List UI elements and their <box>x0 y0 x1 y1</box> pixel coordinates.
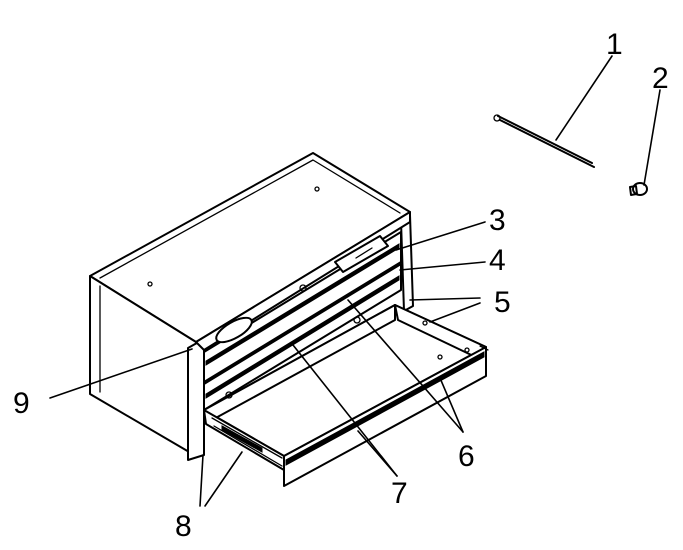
leader-5a <box>409 297 481 301</box>
leader-4 <box>399 261 486 271</box>
cabinet-body <box>89 152 414 461</box>
closed-drawers <box>203 231 402 411</box>
callout-3: 3 <box>489 204 506 237</box>
leader-5b <box>429 302 481 323</box>
callout-5: 5 <box>494 286 511 319</box>
leader-9 <box>49 348 193 399</box>
leader-2 <box>643 89 661 186</box>
leader-7b <box>357 430 398 477</box>
callout-6: 6 <box>458 440 475 473</box>
leader-1 <box>555 55 613 141</box>
part-rod <box>493 114 595 168</box>
callout-labels: 1 2 3 4 5 6 7 8 9 <box>13 28 669 543</box>
callout-1: 1 <box>606 28 623 61</box>
leader-7a <box>292 344 398 477</box>
callout-4: 4 <box>489 244 506 277</box>
callout-9: 9 <box>13 387 30 420</box>
leader-6b <box>439 377 464 433</box>
callout-2: 2 <box>652 62 669 95</box>
open-drawer <box>203 304 489 487</box>
leader-6a <box>347 299 464 433</box>
callout-7: 7 <box>391 477 408 510</box>
callout-8: 8 <box>175 510 192 543</box>
leader-lines <box>49 55 661 507</box>
leader-8b <box>204 451 243 507</box>
leader-8a <box>199 454 204 507</box>
part-screw <box>629 182 648 196</box>
leader-3 <box>395 221 486 251</box>
